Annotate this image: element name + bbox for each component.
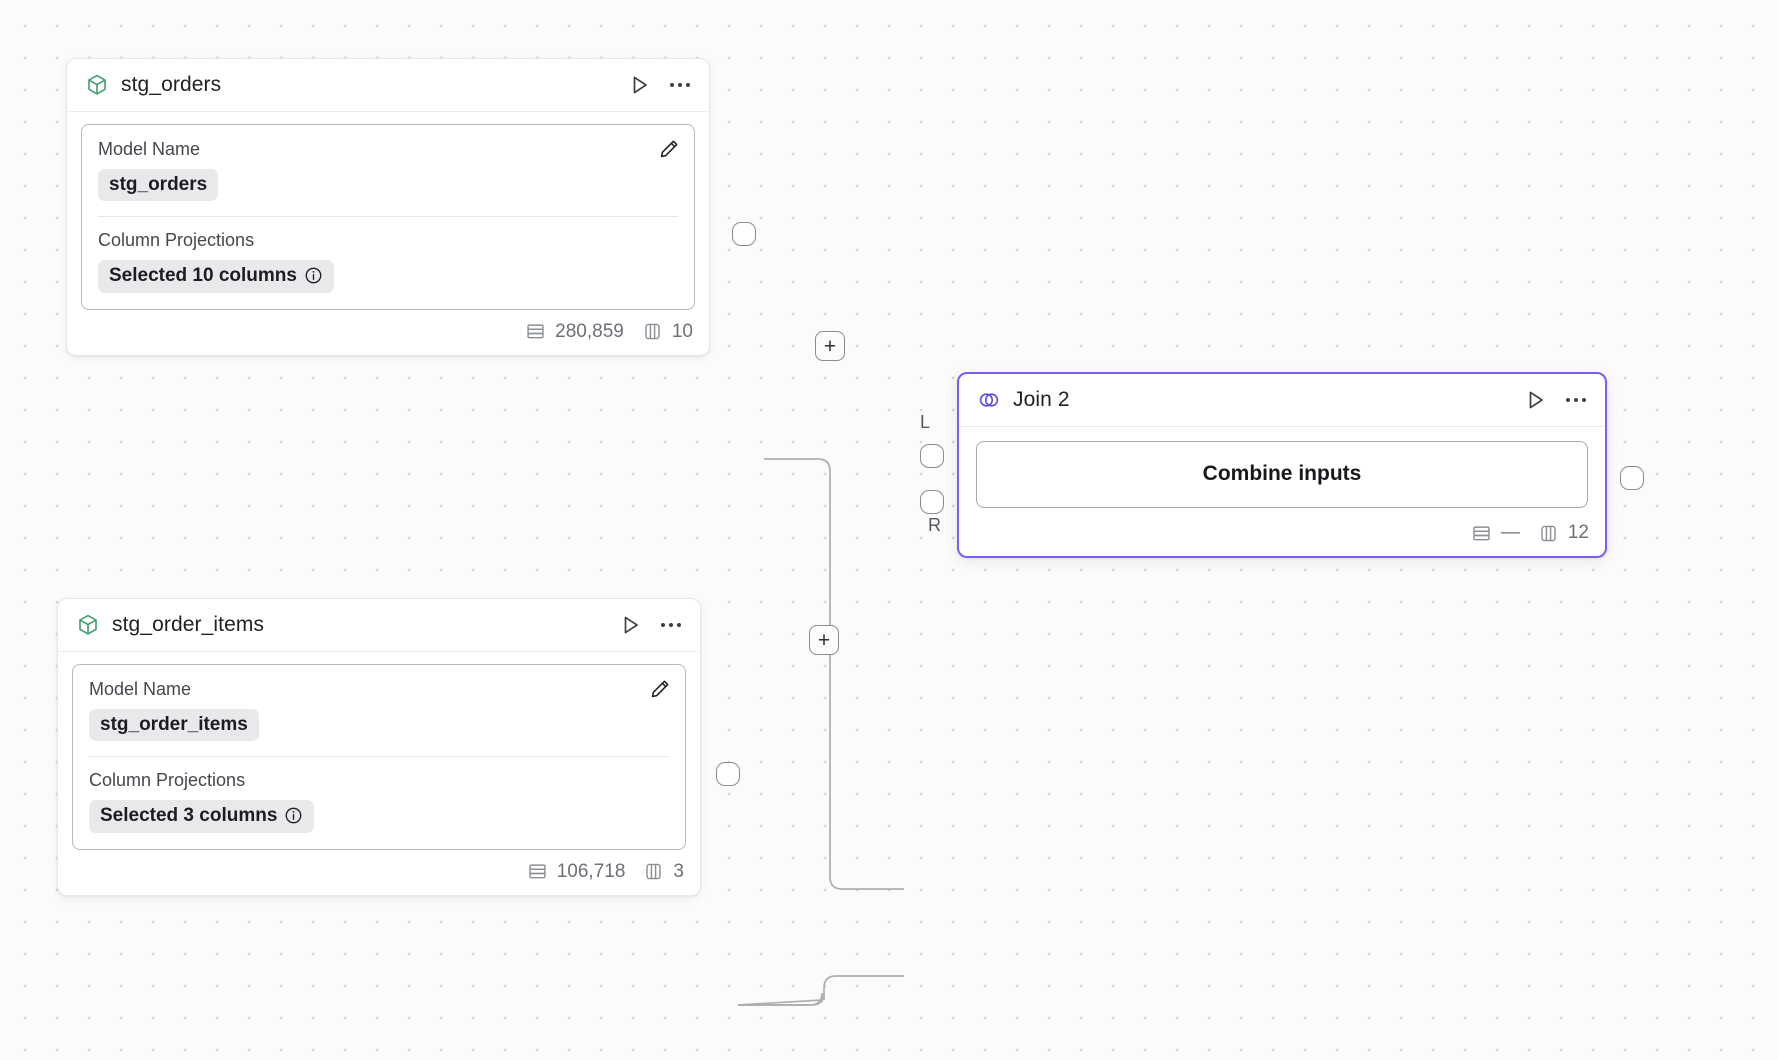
column-count-value: 10 [671,320,693,342]
row-count-value: 280,859 [555,320,624,342]
field-label-model-name: Model Name [98,139,201,159]
rows-icon [529,864,546,879]
columns-icon [1541,525,1556,541]
rows-icon [1473,525,1490,540]
field-label-column-projections: Column Projections [89,770,246,791]
column-projections-text: Selected 3 columns [100,804,278,826]
column-count-value: 12 [1567,522,1589,543]
model-name-text: stg_order_items [100,713,248,735]
output-port-stg-orders[interactable] [732,222,756,246]
column-projections-value[interactable]: Selected 3 columns [89,799,315,833]
output-port-stg-order-items[interactable] [716,762,740,786]
panel-divider [89,756,669,758]
column-projections-value[interactable]: Selected 10 columns [98,259,334,293]
columns-icon [646,863,662,880]
node-header: stg_order_items [58,599,700,652]
model-name-value[interactable]: stg_order_items [89,708,259,742]
row-count-stat: 106,718 [527,860,626,883]
node-body: Combine inputs [959,427,1605,508]
node-title: stg_orders [121,73,222,96]
node-footer: 106,718 3 [58,850,700,895]
cube-icon [76,613,100,637]
combine-inputs-button[interactable]: Combine inputs [976,441,1588,508]
columns-icon [645,323,660,340]
row-count-value: 106,718 [556,860,626,882]
node-stg-orders[interactable]: stg_orders [66,58,710,356]
model-config-panel: Model Name stg_order_items Column Projec… [72,664,686,850]
pencil-icon[interactable] [647,676,673,702]
venn-join-icon [977,388,1001,412]
edge-stg-orders-to-join-left [764,458,904,890]
node-join-2[interactable]: Join 2 Combine inputs [957,372,1607,558]
more-options-icon[interactable] [667,72,693,98]
field-label-column-projections: Column Projections [98,230,255,251]
node-header: Join 2 [959,374,1605,427]
model-name-text: stg_orders [109,173,208,195]
node-body: Model Name stg_orders Column Projections… [67,112,709,310]
column-count-value: 3 [673,860,684,882]
input-port-label-right: R [928,515,941,535]
node-title: stg_order_items [112,613,265,636]
edge-stg-order-items-to-join-right [737,992,823,1006]
play-icon[interactable] [1523,387,1549,413]
rows-icon [527,324,544,339]
play-icon[interactable] [627,72,653,98]
row-count-stat: 280,859 [525,321,624,343]
edge-add-button-right[interactable]: + [809,625,839,655]
edge-stg-order-items-to-join-right-main [738,975,904,1006]
info-icon[interactable] [284,806,303,825]
pencil-icon[interactable] [656,136,682,162]
node-body: Model Name stg_order_items Column Projec… [58,652,700,850]
model-name-value[interactable]: stg_orders [98,168,219,202]
field-label-model-name: Model Name [89,679,192,699]
row-count-stat: — [1471,522,1520,544]
node-title: Join 2 [1013,388,1070,411]
column-count-stat: 12 [1538,522,1589,544]
edge-add-button-left[interactable]: + [815,331,845,361]
input-port-join-right[interactable] [920,490,944,514]
more-options-icon[interactable] [1563,387,1589,413]
input-port-label-left: L [920,412,931,432]
node-stg-order-items[interactable]: stg_order_items [57,598,701,896]
input-port-join-left[interactable] [920,444,944,468]
column-count-stat: 10 [642,321,693,343]
cube-icon [85,73,109,97]
node-footer: — 12 [959,508,1605,556]
node-footer: 280,859 10 [67,310,709,355]
output-port-join-2[interactable] [1620,466,1644,490]
model-config-panel: Model Name stg_orders Column Projections… [81,124,695,310]
info-icon[interactable] [304,266,323,285]
column-projections-text: Selected 10 columns [109,264,297,286]
row-count-value: — [1500,522,1520,543]
node-header: stg_orders [67,59,709,112]
more-options-icon[interactable] [658,612,684,638]
column-count-stat: 3 [643,861,684,883]
panel-divider [98,216,678,218]
play-icon[interactable] [618,612,644,638]
